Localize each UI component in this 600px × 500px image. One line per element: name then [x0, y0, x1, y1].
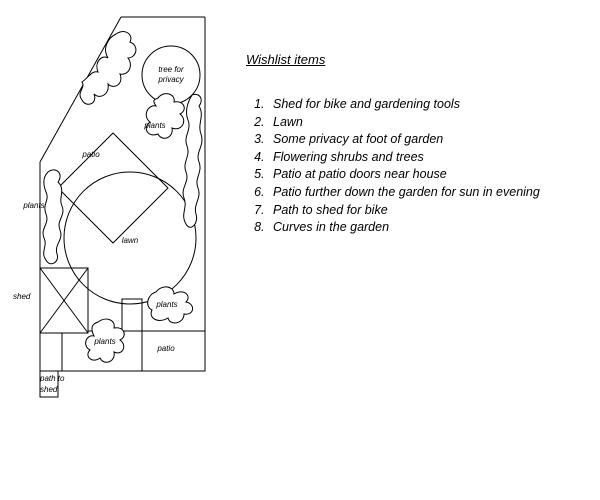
tree-label-line2: privacy: [157, 75, 184, 84]
plants-left-label: plants: [22, 201, 44, 210]
wishlist-item: Patio at patio doors near house: [268, 166, 586, 184]
plants-blob-top-left: [79, 31, 137, 105]
plants-blob-below-tree: [145, 93, 185, 139]
path-rect-lower: [39, 370, 59, 398]
path-to-shed-label-line2: shed: [40, 385, 58, 394]
plants-blob-left-edge: [42, 169, 64, 265]
wishlist-item: Flowering shrubs and trees: [268, 149, 586, 167]
shed-label: shed: [13, 292, 31, 301]
plants-blob-bottom-center: [85, 318, 125, 363]
patio-top-label: patio: [81, 150, 100, 159]
wishlist-item: Shed for bike and gardening tools: [268, 96, 586, 114]
wishlist-item: Curves in the garden: [268, 219, 586, 237]
plants-blob-right-edge: [182, 93, 203, 228]
shed-diagonal-2: [39, 267, 89, 334]
plants-bottom-right-label: plants: [155, 300, 177, 309]
wishlist-section: Wishlist items Shed for bike and gardeni…: [246, 52, 586, 237]
patio-bottom-label: patio: [156, 344, 175, 353]
wishlist-item: Path to shed for bike: [268, 202, 586, 220]
plants-top-label: plants: [143, 121, 165, 130]
lawn-label: lawn: [122, 236, 139, 245]
patio-bottom-rect: [141, 330, 206, 372]
steps-rect: [121, 298, 143, 332]
plants-bottom-center-label: plants: [93, 337, 115, 346]
wishlist-items: Shed for bike and gardening tools Lawn S…: [246, 96, 586, 237]
path-rect-upper: [39, 332, 63, 372]
lawn-circle: [63, 171, 197, 305]
wishlist-item: Patio further down the garden for sun in…: [268, 184, 586, 202]
plants-blob-bottom-right: [147, 286, 193, 324]
shed-rect: [39, 267, 89, 334]
wishlist-item: Some privacy at foot of garden: [268, 131, 586, 149]
wishlist-item: Lawn: [268, 114, 586, 132]
wishlist-title: Wishlist items: [246, 52, 326, 67]
boundary-diagonal-line: [39, 16, 122, 163]
patio-top-diamond: [57, 132, 169, 244]
path-to-shed-label-line1: path to: [39, 374, 65, 383]
tree-label-line1: tree for: [158, 65, 184, 74]
